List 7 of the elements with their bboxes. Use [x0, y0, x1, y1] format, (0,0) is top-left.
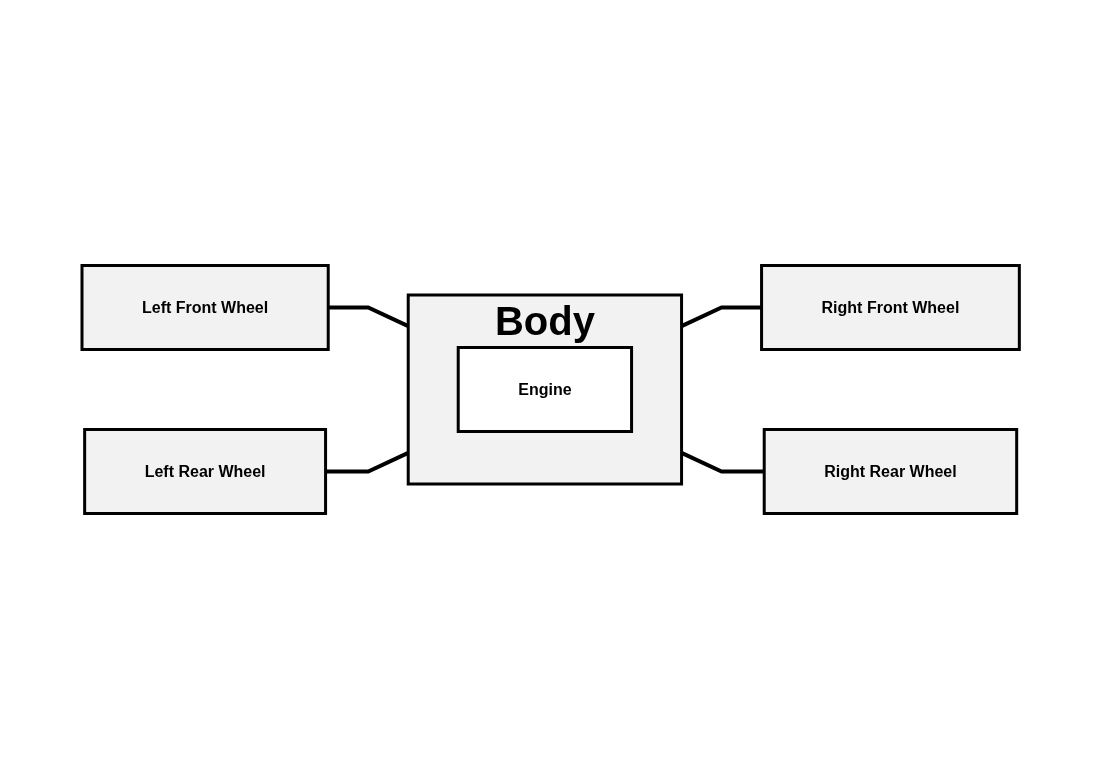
node-box: Engine: [456, 346, 633, 433]
node-box: Left Front Wheel: [80, 264, 330, 351]
connector: [325, 451, 409, 474]
connector: [328, 305, 409, 328]
node-box: Right Front Wheel: [759, 264, 1021, 351]
node-box: Right Rear Wheel: [762, 428, 1018, 515]
node-box: Left Rear Wheel: [83, 428, 327, 515]
